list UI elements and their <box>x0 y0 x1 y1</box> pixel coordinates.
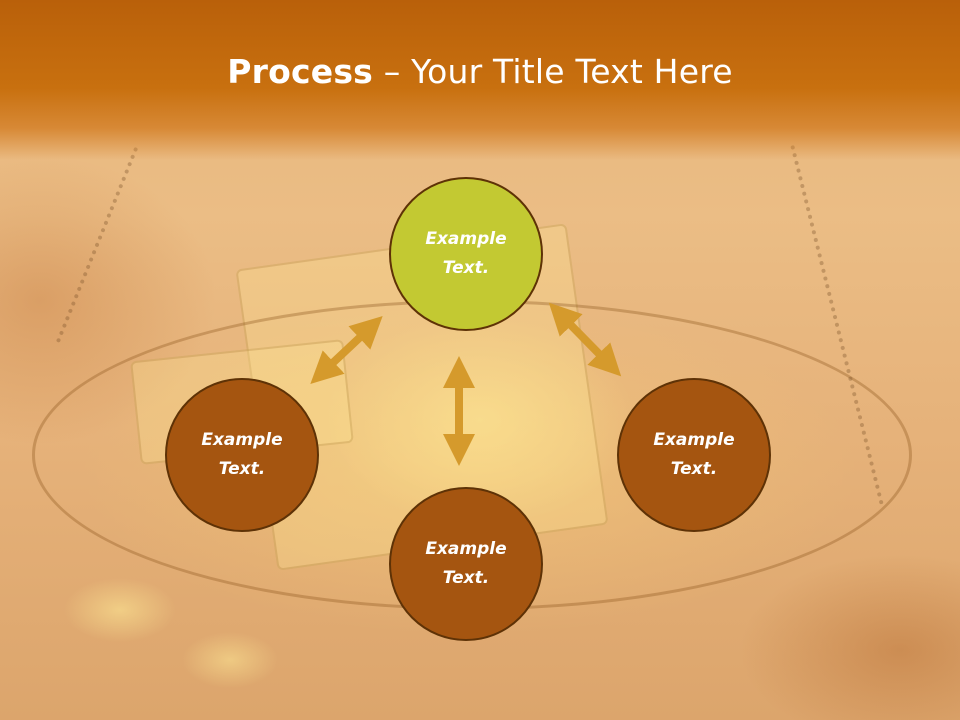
process-node-right[interactable]: Example Text. <box>617 378 771 532</box>
arrow-left-top <box>310 316 383 384</box>
title-band <box>0 0 960 160</box>
slide-title[interactable]: Process – Your Title Text Here <box>0 52 960 91</box>
process-node-left[interactable]: Example Text. <box>165 378 319 532</box>
title-bold-text: Process <box>227 52 374 91</box>
arrow-top-right <box>548 302 622 377</box>
node-bottom-text: Example Text. <box>425 539 507 588</box>
process-node-bottom[interactable]: Example Text. <box>389 487 543 641</box>
node-right-text: Example Text. <box>653 430 735 479</box>
process-node-top[interactable]: Example Text. <box>389 177 543 331</box>
title-rest-text: – Your Title Text Here <box>373 52 733 91</box>
node-top-text: Example Text. <box>425 229 507 278</box>
node-left-text: Example Text. <box>201 430 283 479</box>
